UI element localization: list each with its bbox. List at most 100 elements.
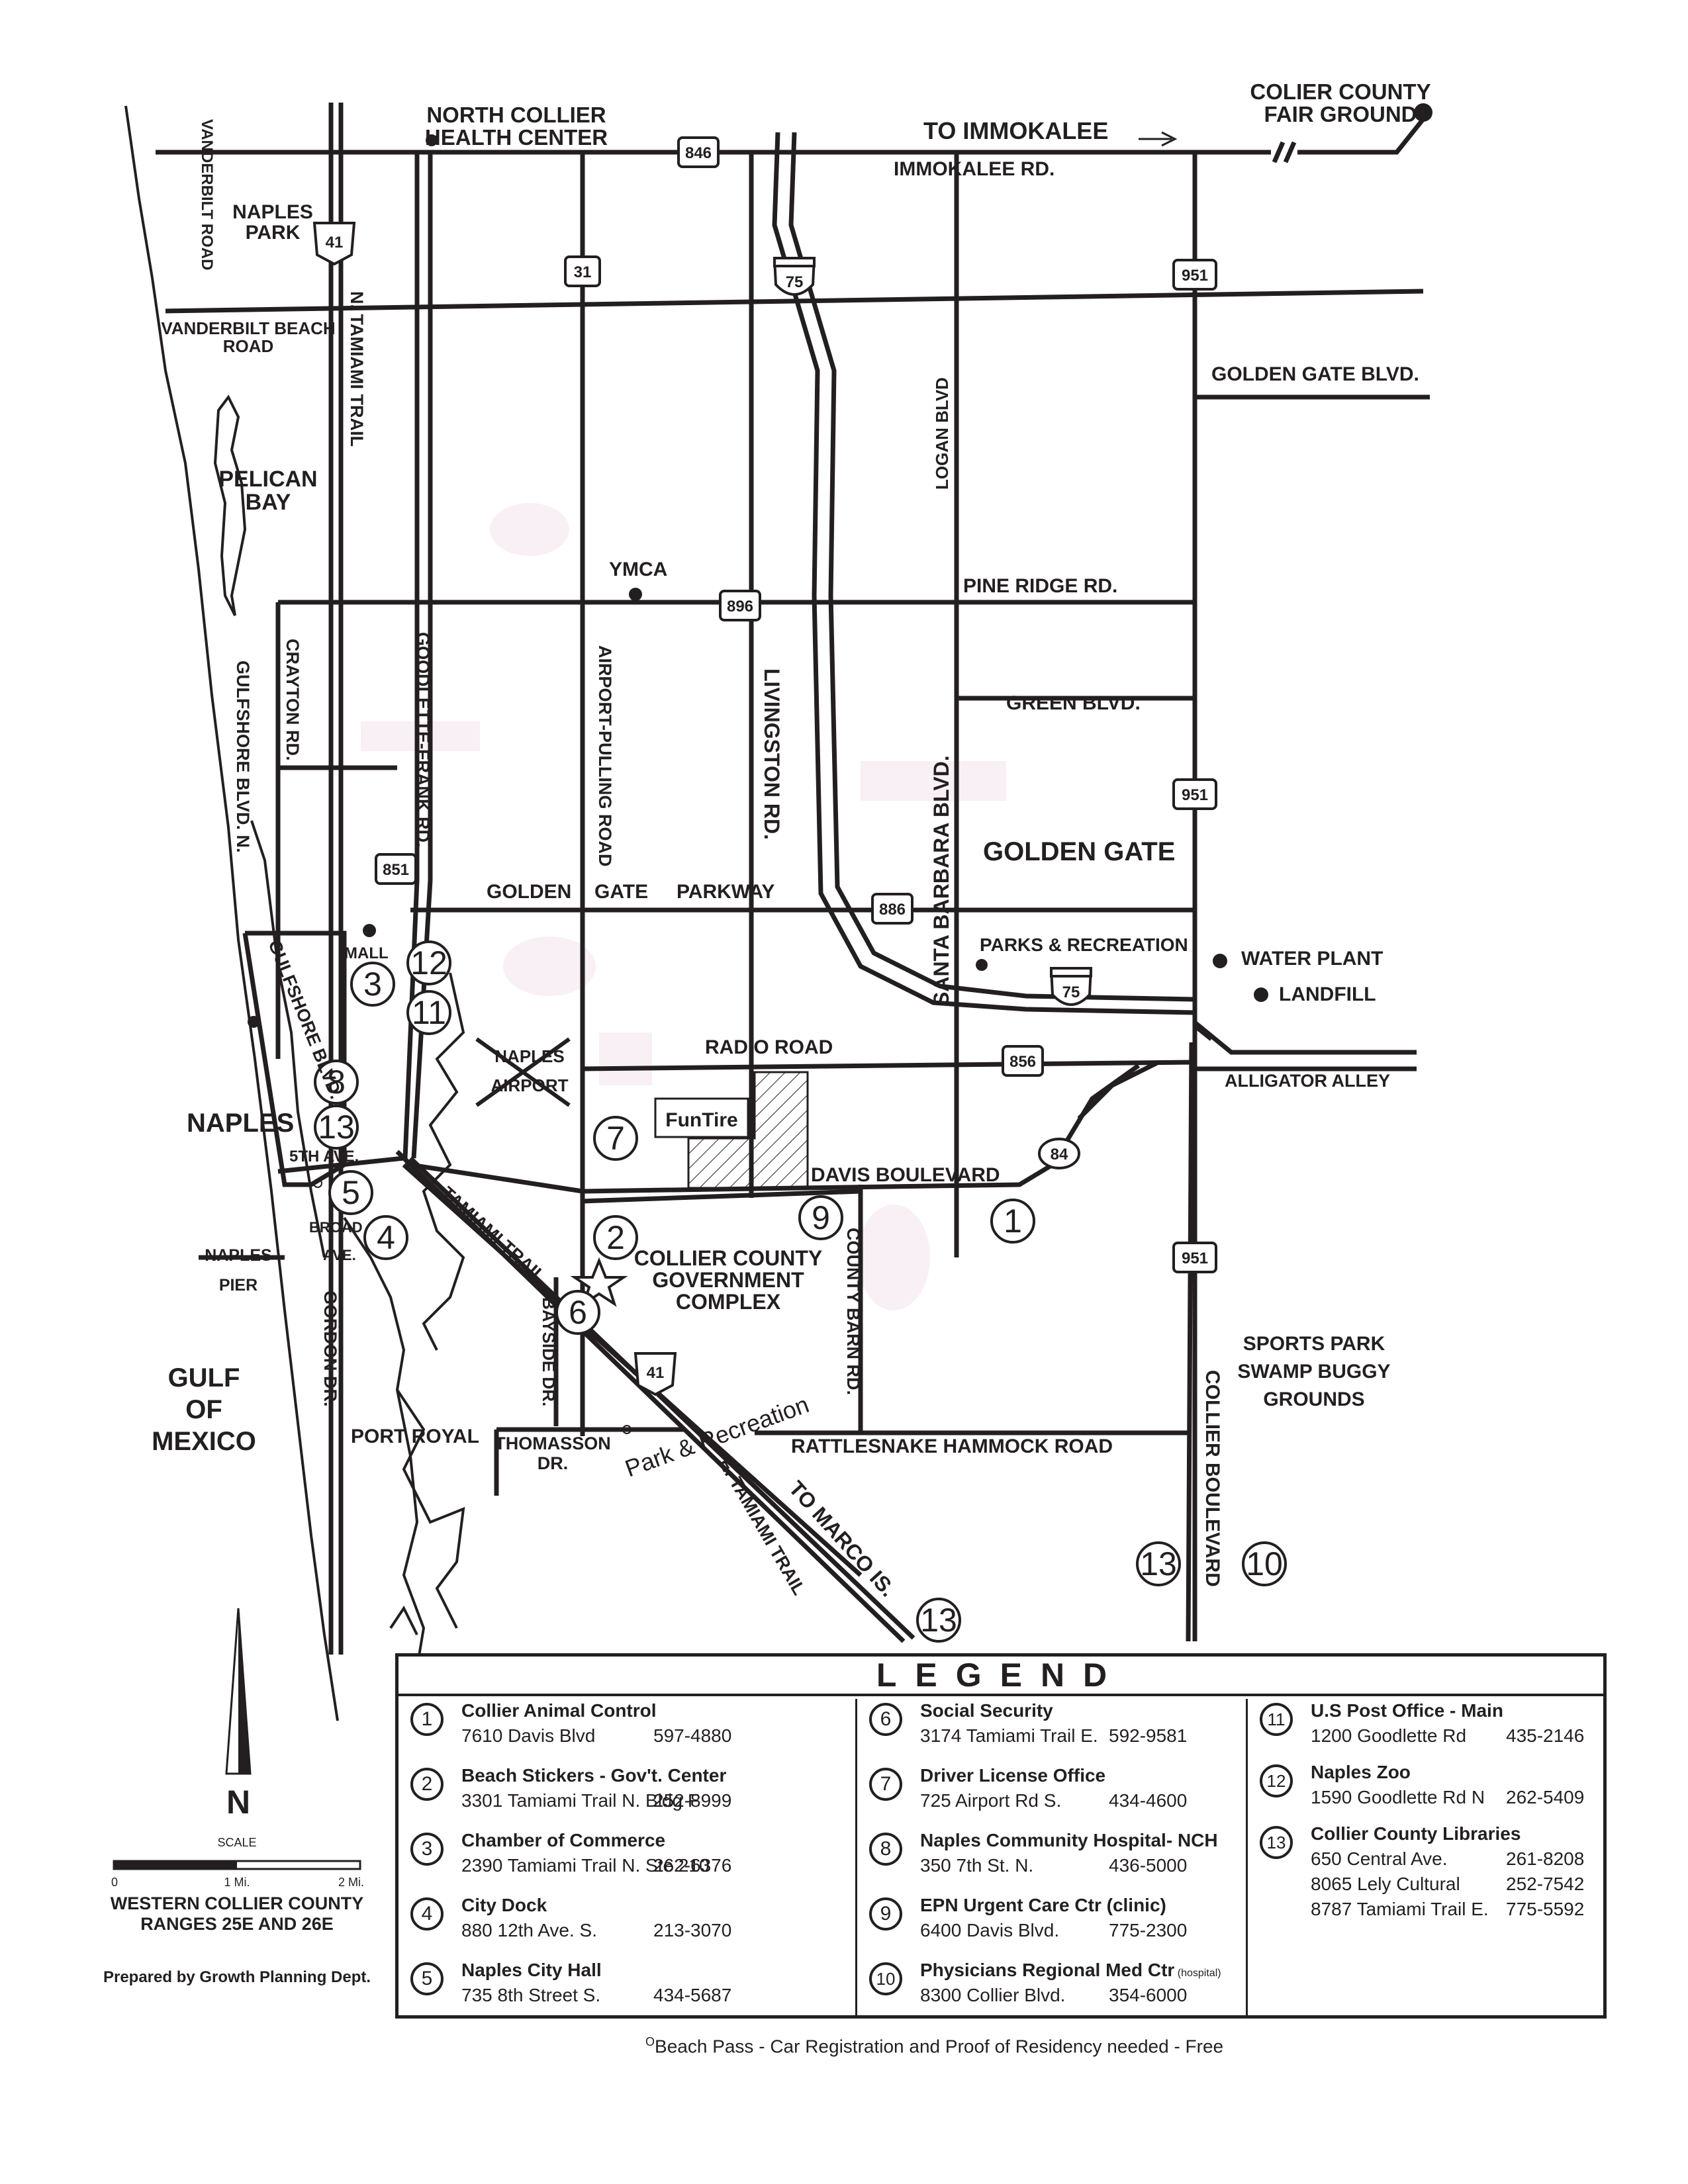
- santa-barbara-label: SANTA BARBARA BLVD.: [929, 755, 953, 1006]
- legend-address: 3174 Tamiami Trail E.: [920, 1725, 1098, 1746]
- legend-address: 8065 Lely Cultural: [1311, 1874, 1460, 1894]
- legend-footnote: OBeach Pass - Car Registration and Proof…: [645, 2035, 1223, 2057]
- legend-name: Physicians Regional Med Ctr (hospital): [920, 1960, 1221, 1981]
- legend-name: Social Security: [920, 1700, 1053, 1721]
- legend-address: 880 12th Ave. S.: [461, 1920, 597, 1940]
- legend-title-rule: [399, 1694, 1603, 1696]
- legend-name: Collier County Libraries: [1311, 1823, 1521, 1844]
- svg-text:75: 75: [1062, 983, 1080, 1001]
- svg-text:951: 951: [1182, 1250, 1208, 1267]
- svg-text:13: 13: [318, 1109, 355, 1146]
- legend-address: 6400 Davis Blvd.: [920, 1920, 1060, 1940]
- marker-4: 4: [363, 1215, 408, 1260]
- svg-text:9: 9: [812, 1199, 830, 1236]
- svg-text:5: 5: [342, 1174, 360, 1211]
- legend-phone: 597-4880: [653, 1725, 732, 1746]
- marker-5: 5: [328, 1170, 373, 1215]
- gulfshore-n-label: GULFSHORE BLVD. N.: [233, 660, 253, 853]
- legend-name-text: Collier Animal Control: [461, 1700, 657, 1721]
- route-951-shield-2: 951: [1172, 778, 1217, 810]
- legend-name: Collier Animal Control: [461, 1700, 657, 1721]
- svg-text:41: 41: [326, 234, 344, 251]
- landfill-label: LANDFILL: [1279, 983, 1376, 1005]
- livingston-label: LIVINGSTON RD.: [760, 668, 784, 840]
- legend-name-text: Naples Zoo: [1311, 1762, 1411, 1782]
- airport-pulling-label: AIRPORT-PULLING ROAD: [595, 645, 615, 867]
- marker-10: 10: [1242, 1541, 1287, 1586]
- legend-name-text: Social Security: [920, 1700, 1053, 1721]
- legend-address: 735 8th Street S.: [461, 1985, 601, 2005]
- parks-rec-label: PARKS & RECREATION: [980, 934, 1188, 955]
- legend-address: 3301 Tamiami Trail N. Bldg F: [461, 1790, 699, 1811]
- legend-name: Beach Stickers - Gov't. Center: [461, 1765, 726, 1786]
- svg-text:0: 0: [111, 1876, 118, 1889]
- naples-label: NAPLES: [187, 1109, 294, 1138]
- legend-column-2: 6 Social Security 3174 Tamiami Trail E. 592…: [855, 1699, 1248, 2017]
- legend-phone: 435-2146: [1506, 1725, 1585, 1746]
- ymca-dot: [629, 588, 642, 601]
- legend-name-text: EPN Urgent Care Ctr (clinic): [920, 1895, 1166, 1915]
- legend-number: 7: [869, 1768, 902, 1801]
- legend-phone: 436-5000: [1109, 1855, 1188, 1876]
- immokalee-road-label: IMMOKALEE RD.: [894, 158, 1055, 180]
- svg-text:1 Mi.: 1 Mi.: [224, 1876, 250, 1889]
- vanderbilt-road-label: VANDERBILT ROAD: [198, 119, 216, 270]
- legend-number: 6: [869, 1703, 902, 1736]
- svg-text:4: 4: [377, 1219, 395, 1256]
- legend-phone: 252-8999: [653, 1790, 732, 1811]
- route-41-shield-2: 41: [633, 1352, 677, 1396]
- parks-rec-dot: [976, 959, 988, 971]
- legend-name: U.S Post Office - Main: [1311, 1700, 1503, 1721]
- tamiami-trail-label: TAMIAMI TRAIL: [438, 1183, 549, 1286]
- legend-number: 1: [410, 1703, 444, 1736]
- to-immokalee-label: TO IMMOKALEE: [923, 117, 1108, 144]
- svg-text:75: 75: [786, 273, 804, 291]
- svg-text:896: 896: [727, 598, 753, 615]
- legend-address-line: 3174 Tamiami Trail E. 592-9581: [920, 1725, 1187, 1747]
- fifth-ave-label: 5TH AVE.: [289, 1148, 359, 1165]
- beach-pass-mark: [313, 1179, 322, 1188]
- footnote-mark: O: [645, 2035, 655, 2048]
- marker-13-b: 13: [1136, 1541, 1181, 1586]
- svg-text:856: 856: [1009, 1053, 1036, 1071]
- legend-name-text: Naples City Hall: [461, 1960, 602, 1980]
- legend-box: LEGEND 1 Collier Animal Control 7610 Davis…: [395, 1653, 1607, 2019]
- legend-address: 8300 Collier Blvd.: [920, 1985, 1066, 2005]
- route-856-shield: 856: [1002, 1045, 1044, 1077]
- legend-name: Naples Zoo: [1311, 1762, 1411, 1783]
- legend-number: 13: [1260, 1826, 1293, 1859]
- legend-phone: 775-5592: [1506, 1899, 1585, 1919]
- legend-name-note: (hospital): [1174, 1968, 1221, 1979]
- n-tamiami-trail-label: N. TAMIAMI TRAIL: [347, 291, 367, 447]
- route-951-shield-3: 951: [1172, 1242, 1217, 1273]
- svg-text:1: 1: [1004, 1203, 1022, 1240]
- landfill-dot: [1254, 987, 1268, 1002]
- svg-text:8: 8: [327, 1064, 346, 1101]
- bayside-label: BAYSIDE DR.: [539, 1297, 559, 1406]
- marker-13-c: 13: [916, 1598, 961, 1643]
- government-complex-star: [570, 1257, 628, 1307]
- legend-number: 4: [410, 1897, 444, 1931]
- gordon-label: GORDON DR.: [320, 1291, 340, 1407]
- radio-road-label: RADIO ROAD: [705, 1036, 833, 1058]
- legend-address-line: 725 Airport Rd S.434-4600: [920, 1790, 1187, 1811]
- marker-2: 2: [593, 1215, 638, 1260]
- legend-name: City Dock: [461, 1895, 547, 1916]
- marker-11: 11: [406, 990, 451, 1035]
- legend-title: LEGEND: [876, 1657, 1126, 1694]
- fun-tire-logo: FunTire: [665, 1109, 737, 1131]
- collier-boulevard-label: COLLIER BOULEVARD: [1201, 1370, 1223, 1587]
- legend-address-line: 6400 Davis Blvd.775-2300: [920, 1920, 1187, 1941]
- svg-text:951: 951: [1182, 267, 1208, 285]
- legend-number: 9: [869, 1897, 902, 1931]
- scale-bar: SCALE 0 1 Mi. 2 Mi.: [111, 1836, 364, 1889]
- legend-phone: 592-9581: [1109, 1725, 1188, 1746]
- svg-text:11: 11: [412, 994, 446, 1031]
- svg-text:951: 951: [1182, 786, 1208, 804]
